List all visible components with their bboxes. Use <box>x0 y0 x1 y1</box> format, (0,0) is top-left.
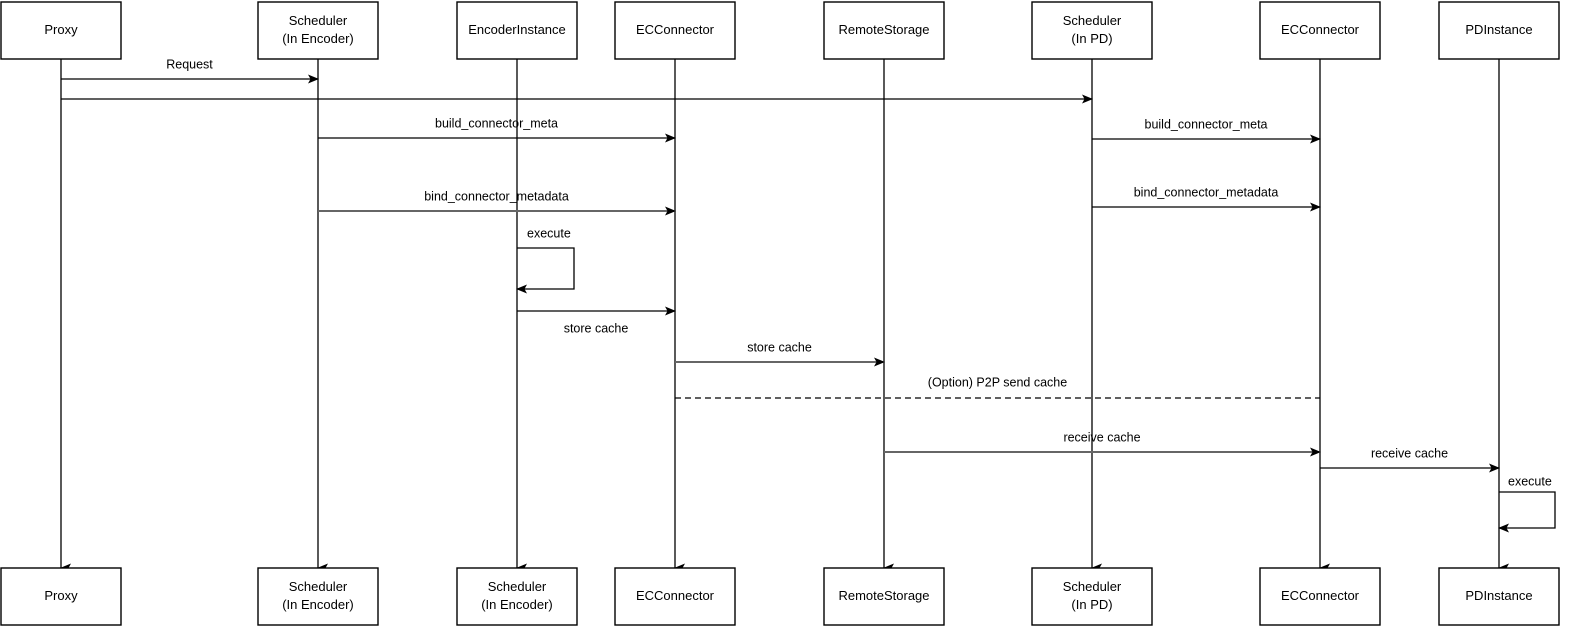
top-participant-box-enc_inst[interactable] <box>456 1 578 60</box>
self-loop-s1[interactable] <box>516 247 575 294</box>
top-participant-box-remote[interactable] <box>823 1 945 60</box>
bottom-participant-box-sched_pd[interactable] <box>1031 567 1153 626</box>
bottom-participant-box-proxy[interactable] <box>0 567 122 626</box>
bottom-participant-label-enc_inst: Scheduler <box>488 579 547 594</box>
top-participant-box-sched_enc[interactable] <box>257 1 379 60</box>
bottom-participant-box-remote[interactable] <box>823 567 945 626</box>
bottom-participant-label-ecconn_left: ECConnector <box>636 588 715 603</box>
bottom-participant-label-remote: RemoteStorage <box>838 588 929 603</box>
message-label-m6: bind_connector_metadata <box>1134 185 1279 199</box>
messages-layer: Request build_connector_meta build_connect… <box>61 57 1500 473</box>
bottom-participant-sublabel-sched_enc: (In Encoder) <box>282 597 354 612</box>
bottom-participant-label-pd_inst: PDInstance <box>1465 588 1532 603</box>
message-label-m10: receive cache <box>1371 446 1448 460</box>
bottom-participant-label-proxy: Proxy <box>44 588 78 603</box>
top-participant-label-sched_enc: Scheduler <box>289 13 348 28</box>
top-participant-box-pd_inst[interactable] <box>1438 1 1560 60</box>
top-participant-box-proxy[interactable] <box>0 1 122 60</box>
bottom-participant-label-sched_enc: Scheduler <box>289 579 348 594</box>
top-participant-label-ecconn_left: ECConnector <box>636 22 715 37</box>
message-label-m7: store cache <box>564 321 629 335</box>
self-loop-s2[interactable] <box>1498 491 1556 533</box>
bottom-participant-box-enc_inst[interactable] <box>456 567 578 626</box>
lifelines-layer <box>60 59 1509 573</box>
top-participant-label-ecconn_right: ECConnector <box>1281 22 1360 37</box>
top-participant-sublabel-sched_enc: (In Encoder) <box>282 31 354 46</box>
message-label-m4: build_connector_meta <box>1145 117 1268 131</box>
message-label-m8: store cache <box>747 340 812 354</box>
top-participant-box-ecconn_left[interactable] <box>614 1 736 60</box>
top-participant-box-sched_pd[interactable] <box>1031 1 1153 60</box>
top-participant-label-enc_inst: EncoderInstance <box>468 22 566 37</box>
dashed-message-label-d1: (Option) P2P send cache <box>928 375 1067 389</box>
self-loops-layer: execute execute <box>516 226 1556 533</box>
top-participant-sublabel-sched_pd: (In PD) <box>1071 31 1112 46</box>
top-participant-label-proxy: Proxy <box>44 22 78 37</box>
bottom-participant-sublabel-enc_inst: (In Encoder) <box>481 597 553 612</box>
self-loop-label-s2: execute <box>1508 474 1552 488</box>
self-loop-label-s1: execute <box>527 226 571 240</box>
bottom-participant-box-pd_inst[interactable] <box>1438 567 1560 626</box>
bottom-participant-box-ecconn_left[interactable] <box>614 567 736 626</box>
top-participant-label-remote: RemoteStorage <box>838 22 929 37</box>
top-participant-label-pd_inst: PDInstance <box>1465 22 1532 37</box>
message-label-m3: build_connector_meta <box>435 116 558 130</box>
bottom-participant-label-ecconn_right: ECConnector <box>1281 588 1360 603</box>
bottom-participant-sublabel-sched_pd: (In PD) <box>1071 597 1112 612</box>
bottom-participant-box-ecconn_right[interactable] <box>1259 567 1381 626</box>
bottom-participant-box-sched_enc[interactable] <box>257 567 379 626</box>
message-label-m1: Request <box>166 57 213 71</box>
message-label-m9: receive cache <box>1063 430 1140 444</box>
top-participant-label-sched_pd: Scheduler <box>1063 13 1122 28</box>
bottom-participant-label-sched_pd: Scheduler <box>1063 579 1122 594</box>
top-participant-box-ecconn_right[interactable] <box>1259 1 1381 60</box>
message-label-m5: bind_connector_metadata <box>424 189 569 203</box>
